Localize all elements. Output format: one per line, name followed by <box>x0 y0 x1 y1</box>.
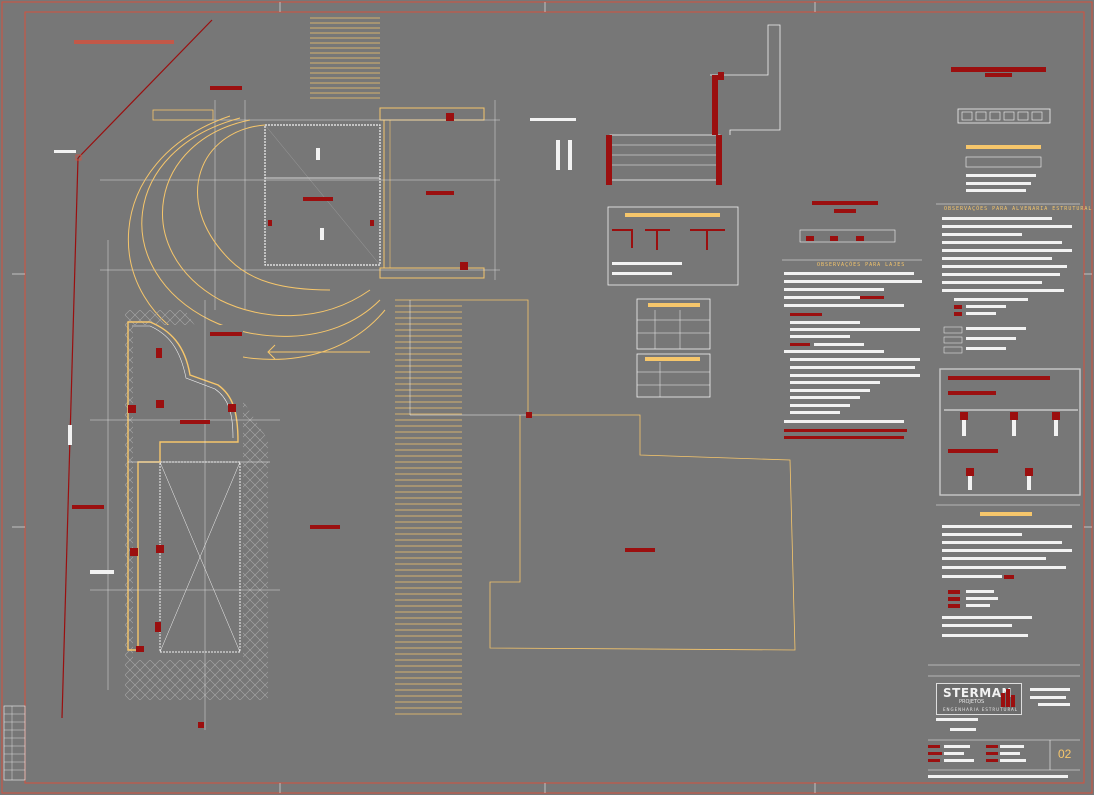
slab-notes-title: OBSERVAÇÕES PARA LAJES <box>817 262 906 268</box>
beam-detail-box <box>607 206 739 286</box>
site-outline <box>409 299 796 651</box>
schedule-tables <box>636 298 711 398</box>
masonry-notes-block <box>936 67 1081 637</box>
sheet-number: 02 <box>1058 747 1072 761</box>
company-sub: PROJETOS <box>959 699 985 705</box>
lower-building-plan <box>68 240 340 730</box>
company-logo: STERMAN PROJETOS ENGENHARIA ESTRUTURAL <box>936 683 1022 715</box>
building-logo-icon <box>1001 689 1015 707</box>
company-tagline: ENGENHARIA ESTRUTURAL <box>943 707 1019 712</box>
ramp-stripes-top <box>310 17 380 99</box>
revision-table <box>3 705 26 781</box>
section-detail <box>530 24 781 185</box>
slab-notes-block <box>782 201 922 439</box>
company-name: STERMAN <box>943 686 1013 700</box>
ramp-stripes-bottom <box>395 299 462 715</box>
title-block <box>928 664 1080 778</box>
upper-building-plan <box>100 86 500 310</box>
masonry-notes-title: OBSERVAÇÕES PARA ALVENARIA ESTRUTURAL <box>944 206 1093 212</box>
